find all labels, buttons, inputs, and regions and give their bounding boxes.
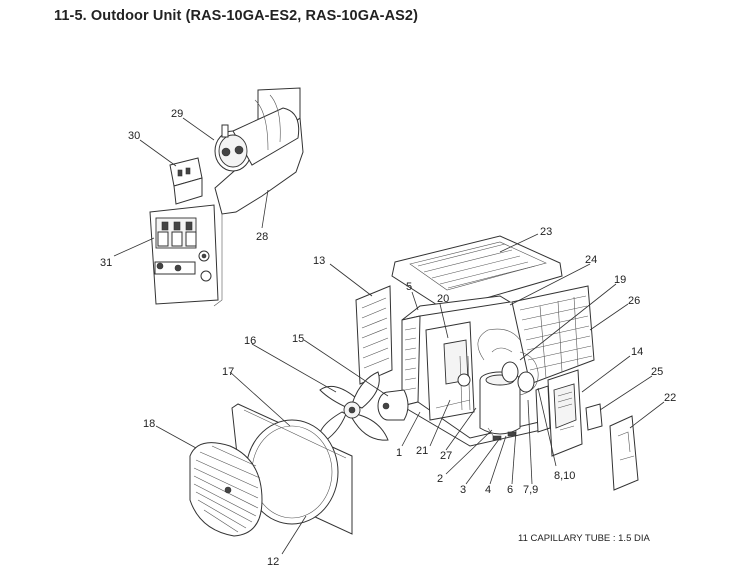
label-13: 13: [313, 255, 325, 267]
top-panel: [391, 235, 563, 311]
capillary-tube-note: 11 CAPILLARY TUBE : 1.5 DIA: [518, 533, 650, 544]
label-28: 28: [256, 231, 268, 243]
label-22: 22: [664, 392, 676, 404]
side-panel: [547, 369, 639, 491]
label-7-9: 7,9: [523, 484, 538, 496]
label-27: 27: [440, 450, 452, 462]
label-15: 15: [292, 333, 304, 345]
fan-motor: [377, 389, 409, 421]
compressor-assembly: [457, 328, 551, 441]
label-17: 17: [222, 366, 234, 378]
label-19: 19: [614, 274, 626, 286]
leader-lines: [113, 117, 665, 555]
label-14: 14: [631, 346, 643, 358]
label-1: 1: [396, 447, 402, 459]
rear-guard: [511, 285, 595, 385]
label-16: 16: [244, 335, 256, 347]
label-6: 6: [507, 484, 513, 496]
label-21: 21: [416, 445, 428, 457]
label-30: 30: [128, 130, 140, 142]
label-3: 3: [460, 484, 466, 496]
label-23: 23: [540, 226, 552, 238]
label-5: 5: [406, 281, 412, 293]
front-panel: [231, 403, 353, 535]
label-8-10: 8,10: [554, 470, 575, 482]
label-26: 26: [628, 295, 640, 307]
page-title: 11-5. Outdoor Unit (RAS-10GA-ES2, RAS-10…: [54, 8, 419, 24]
label-20: 20: [437, 293, 449, 305]
label-2: 2: [437, 473, 443, 485]
label-18: 18: [143, 418, 155, 430]
electrical-bracket: [149, 87, 304, 307]
side-guard: [355, 285, 393, 385]
label-25: 25: [651, 366, 663, 378]
label-29: 29: [171, 108, 183, 120]
part-labels: 29 30 31 28 23 24 19 26 13 5 20 14 25 22…: [100, 108, 676, 568]
label-24: 24: [585, 254, 597, 266]
label-12: 12: [267, 556, 279, 568]
fan-guard: [189, 442, 263, 537]
label-31: 31: [100, 257, 112, 269]
label-4: 4: [485, 484, 491, 496]
